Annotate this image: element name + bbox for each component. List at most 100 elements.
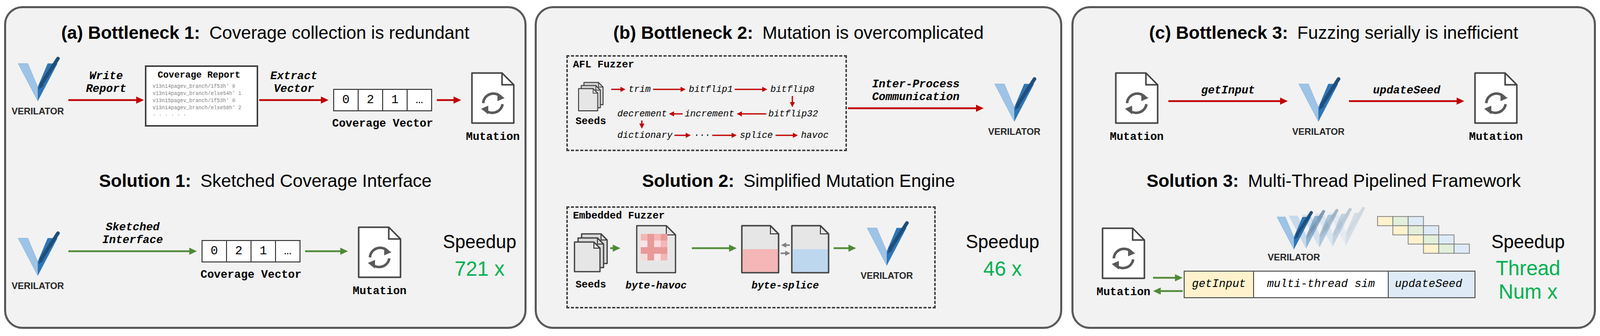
arrow-line (847, 107, 978, 110)
graphic-part (1141, 92, 1149, 102)
verilator-icon (991, 76, 1037, 124)
verilator-logo: VERILATOR (984, 76, 1044, 142)
graphic-part (780, 252, 786, 255)
graphic-part (647, 240, 655, 247)
panel-heading-bold: Solution 2: (641, 170, 735, 191)
graphic-part (994, 83, 1015, 122)
text-slot: v13n14pagev_branch/else54h' 1 (152, 90, 242, 97)
graphic-part (367, 259, 375, 269)
graphic-part (654, 246, 661, 254)
heading-row: Solution 1:Sketched Coverage Interface (6, 170, 525, 191)
mutation-text: Mutation (462, 130, 524, 144)
arrow-line (68, 98, 138, 102)
graphic-part (502, 72, 514, 85)
graphic-part (1423, 225, 1439, 235)
coverage-report-box: Coverage Reportv13n14pagev_branch/1f53h'… (144, 65, 259, 127)
graphic-part (597, 237, 604, 244)
text-slot: Speedup (433, 230, 526, 253)
arrow-connector (1348, 97, 1465, 105)
graphic-part (598, 82, 604, 88)
graphic-part (685, 132, 691, 138)
text-slot: Mutation (1465, 130, 1527, 144)
arrow-head (320, 96, 329, 104)
heading-row: (b) Bottleneck 2:Mutation is overcomplic… (536, 22, 1061, 43)
arrow-head (729, 244, 737, 252)
graphic-part (1335, 209, 1350, 232)
arrow-line (305, 250, 342, 253)
graphic-part (785, 250, 791, 256)
text-slot: 721 x (433, 256, 526, 281)
text-slot: Speedup (1482, 230, 1574, 253)
graphic-part (595, 85, 601, 91)
graphic-part (742, 248, 779, 272)
panel-heading-bold: Solution 3: (1146, 170, 1239, 191)
heading-row: (c) Bottleneck 3:Fuzzing serially is ine… (1073, 22, 1594, 43)
stage-text: getInput (1184, 271, 1254, 297)
graphic-part (785, 244, 790, 246)
graphic-part (791, 225, 829, 273)
verilator-icon (1295, 76, 1341, 124)
mutation-icon: Mutation (1465, 71, 1527, 149)
panel-box: (a) Bottleneck 1:Coverage collection is … (4, 6, 527, 329)
arrow-connector (436, 96, 462, 104)
text-slot: updateSeed (1360, 84, 1453, 97)
text-slot: Seeds (572, 278, 610, 291)
vector-value: 2 (227, 240, 251, 262)
graphic-part (1277, 212, 1312, 249)
stage-name: bitflip32 (768, 108, 818, 120)
text-slot: Coverage Vector (329, 117, 436, 131)
graphic-part (620, 86, 626, 92)
arrow-line (1153, 276, 1177, 279)
text-slot: updateSeed (1388, 271, 1469, 297)
fuzzer-group-box: Embedded FuzzerSeedsbyte-havocbyte-splic… (566, 206, 936, 309)
arrow-head (1280, 97, 1288, 105)
speedup-value: Thread Num x (1489, 256, 1567, 304)
graphic-part (1321, 79, 1339, 105)
arrow-line (1159, 289, 1183, 292)
stage-name: havoc (801, 129, 829, 141)
text-slot: · · · · · · (152, 111, 187, 119)
text-slot: Mutation (1106, 130, 1168, 144)
arrow-head (1175, 273, 1183, 282)
graphic-part (641, 120, 643, 124)
panel-heading: Mutation is overcomplicated (762, 22, 984, 43)
text-slot: VERILATOR (8, 280, 68, 292)
arrow-connector (610, 244, 621, 252)
graphic-part (1125, 105, 1133, 115)
graphic-part (481, 105, 489, 115)
graphic-part (820, 225, 829, 234)
text-slot: multi-thread sim (1254, 271, 1388, 297)
verilator-icon (15, 230, 61, 278)
graphic-part (680, 86, 686, 92)
graphic-part (1348, 208, 1364, 231)
graphic-part (1102, 228, 1145, 279)
mutation-text: Mutation (348, 284, 411, 298)
havoc-document (635, 224, 677, 274)
group-title: AFL Fuzzer (572, 58, 635, 71)
graphic-part (887, 247, 893, 254)
vector-value: 1 (251, 240, 275, 262)
group-title: Embedded Fuzzer (572, 209, 665, 222)
graphic-part (1454, 243, 1470, 254)
arrow-line (1168, 100, 1282, 103)
text-slot: Extract Vector (263, 69, 325, 96)
mutation-text: Mutation (1094, 285, 1153, 299)
text-slot: Mutation (1094, 285, 1153, 299)
speedup-label: Speedup (956, 230, 1049, 253)
graphic-part (791, 225, 829, 273)
speedup-value: 46 x (956, 256, 1049, 281)
graphic-part (388, 227, 401, 239)
graphic-part (578, 88, 598, 112)
text-slot: Coverage Report (146, 69, 252, 82)
panel-heading: Sketched Coverage Interface (200, 170, 432, 191)
text-slot: bitflip1 (688, 83, 733, 95)
arrow-line (833, 246, 850, 249)
heading-row: Solution 3:Multi-Thread Pipelined Framew… (1073, 170, 1594, 191)
graphic-part (1438, 234, 1455, 244)
panel-heading: Simplified Mutation Engine (743, 170, 955, 191)
verilator-logo: VERILATOR (857, 220, 917, 286)
mutation-text: Mutation (1106, 130, 1168, 144)
graphic-part (654, 240, 661, 247)
